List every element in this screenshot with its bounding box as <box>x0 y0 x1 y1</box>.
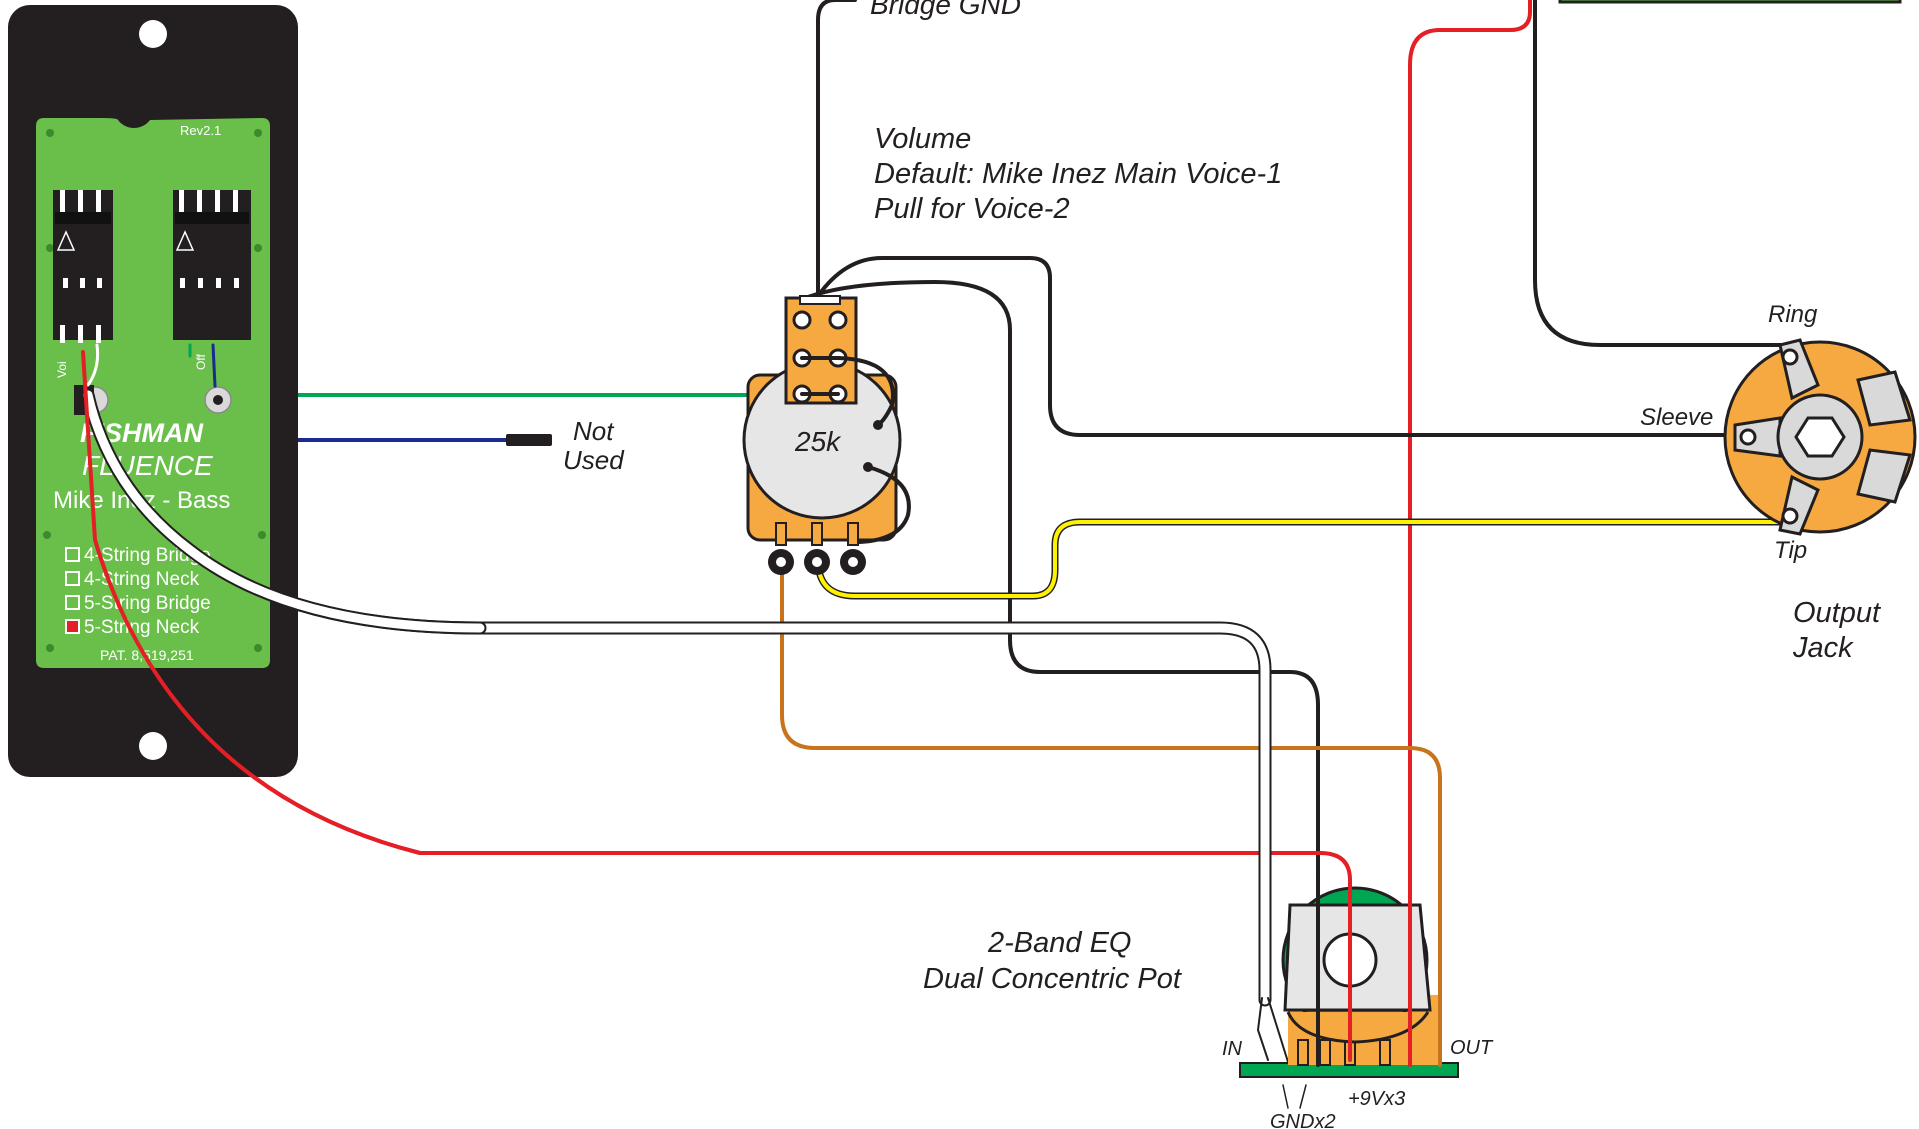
bridge-gnd-wire <box>816 0 857 302</box>
label-volume-pull: Pull for Voice-2 <box>874 193 1070 225</box>
label-in: IN <box>1222 1038 1243 1060</box>
jack-spring-bottom <box>1856 448 1912 504</box>
option-label-2: 5-String Bridge <box>84 593 211 614</box>
option-checkbox-3 <box>65 619 80 634</box>
mount-hole-bottom <box>139 732 167 760</box>
label-not-used-2: Used <box>563 445 625 475</box>
brand-fluence: FLUENCE <box>82 450 213 481</box>
switch-lug <box>792 310 812 330</box>
label-sleeve: Sleeve <box>1640 404 1713 431</box>
top-right-box <box>1558 0 1902 4</box>
label-gnd: GNDx2 <box>1270 1111 1336 1129</box>
label-bridge-gnd: Bridge GND <box>870 0 1021 20</box>
mount-hole-top <box>139 20 167 48</box>
option-label-1: 4-String Neck <box>84 569 200 590</box>
label-not-used-1: Not <box>573 416 615 446</box>
jack-hole <box>1794 416 1846 458</box>
label-output-1: Output <box>1793 597 1882 629</box>
blue-wire-cap <box>506 434 552 446</box>
ground-wire <box>806 280 1320 1072</box>
label-out: OUT <box>1450 1037 1494 1059</box>
jack-spring-top <box>1856 370 1912 427</box>
option-label-3: 5-String Neck <box>84 617 200 638</box>
connector-label-voi: Voi <box>55 361 69 378</box>
label-tip: Tip <box>1774 537 1807 564</box>
option-checkbox-0 <box>65 547 80 562</box>
label-output-2: Jack <box>1792 632 1854 664</box>
output-jack <box>1723 338 1917 536</box>
eq-pot <box>1239 886 1459 1078</box>
label-ring: Ring <box>1768 301 1818 328</box>
connector-3pin: Voi <box>53 190 113 378</box>
option-label-0: 4-String Bridge <box>84 545 211 566</box>
jack-sleeve-tab <box>1733 416 1782 458</box>
connector-4pin: Off <box>173 190 251 370</box>
label-eq-2: Dual Concentric Pot <box>923 963 1183 995</box>
label-power: +9Vx3 <box>1348 1088 1405 1110</box>
power-red-wire-top <box>1408 0 1532 1067</box>
label-volume-default: Default: Mike Inez Main Voice-1 <box>874 158 1282 190</box>
pot-value: 25k <box>794 426 842 457</box>
option-list: 4-String Bridge 4-String Neck 5-String B… <box>65 545 211 638</box>
pickup-patent: PAT. 8,519,251 <box>100 647 194 663</box>
fluence-pickup: Rev2.1 Voi <box>8 5 298 777</box>
volume-pot: 25k <box>742 295 911 575</box>
connector-label-off: Off <box>194 354 208 370</box>
tip-yellow-wire <box>814 518 1792 600</box>
label-eq-1: 2-Band EQ <box>987 927 1131 959</box>
label-volume-title: Volume <box>874 123 971 155</box>
labels: Bridge GND Volume Default: Mike Inez Mai… <box>563 0 1882 1129</box>
option-checkbox-1 <box>65 571 80 586</box>
option-checkbox-2 <box>65 595 80 610</box>
sleeve-wire <box>816 256 1742 437</box>
ring-wire <box>1533 0 1787 347</box>
switch-lug <box>828 310 848 330</box>
orange-wire <box>780 563 1442 1067</box>
pcb-rev: Rev2.1 <box>180 123 221 138</box>
